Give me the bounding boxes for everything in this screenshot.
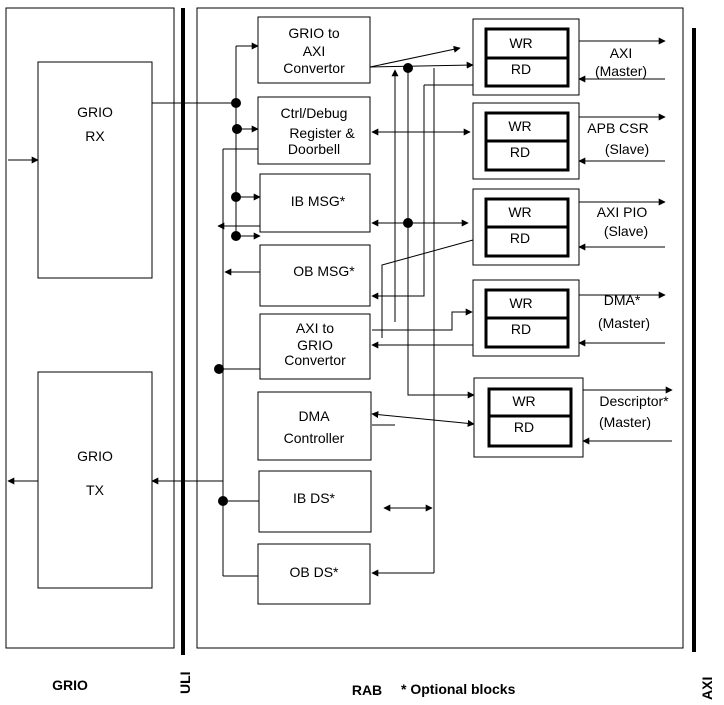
svg-text:OB DS*: OB DS* <box>289 564 339 580</box>
grio-to-axi-convertor-block: GRIO to AXI Convertor <box>257 16 371 84</box>
axi-to-grio-convertor-block: AXI to GRIO Convertor <box>259 313 371 380</box>
svg-text:Ctrl/Debug: Ctrl/Debug <box>281 105 348 121</box>
svg-text:WR: WR <box>509 295 532 311</box>
svg-text:AXI to: AXI to <box>296 320 334 336</box>
svg-text:WR: WR <box>509 35 532 51</box>
ob-msg-block: OB MSG* <box>259 244 371 307</box>
svg-text:(Master): (Master) <box>595 63 647 79</box>
axi-pio-wr-rd-block: WR RD <box>472 188 580 266</box>
svg-text:RD: RD <box>510 230 530 246</box>
axi-region-label: AXI <box>699 677 715 700</box>
axi-pio-label: AXI PIO (Slave) <box>597 204 648 239</box>
svg-text:GRIO: GRIO <box>77 104 113 120</box>
svg-text:GRIO: GRIO <box>77 448 113 464</box>
ib-msg-block: IB MSG* <box>259 173 371 233</box>
svg-text:RD: RD <box>510 144 530 160</box>
apb-csr-wr-rd-block: WR RD <box>472 102 580 180</box>
svg-text:(Master): (Master) <box>598 315 650 331</box>
descriptor-master-wr-rd-block: WR RD <box>473 377 584 458</box>
svg-text:RD: RD <box>511 61 531 77</box>
svg-text:IB MSG*: IB MSG* <box>291 193 346 209</box>
connection-wires <box>151 42 475 577</box>
optional-blocks-footnote: * Optional blocks <box>401 681 516 697</box>
grio-tx-block: GRIO TX <box>37 371 153 589</box>
junction-dots <box>214 63 413 506</box>
ib-ds-block: IB DS* <box>258 470 372 533</box>
axi-side-arrows <box>578 37 673 445</box>
axi-master-label: AXI (Master) <box>595 45 647 79</box>
svg-text:Register &: Register & <box>289 125 355 141</box>
svg-text:(Slave): (Slave) <box>604 223 648 239</box>
apb-csr-label: APB CSR (Slave) <box>587 120 649 157</box>
svg-text:Doorbell: Doorbell <box>288 141 340 157</box>
svg-text:AXI PIO: AXI PIO <box>597 204 648 220</box>
svg-text:AXI: AXI <box>303 43 326 59</box>
svg-text:(Master): (Master) <box>599 414 651 430</box>
svg-text:WR: WR <box>508 204 531 220</box>
svg-text:WR: WR <box>508 118 531 134</box>
svg-text:Descriptor*: Descriptor* <box>599 393 669 409</box>
grio-region-label: GRIO <box>52 677 88 693</box>
svg-text:Controller: Controller <box>284 430 345 446</box>
svg-text:OB MSG*: OB MSG* <box>293 263 355 279</box>
svg-text:TX: TX <box>86 482 105 498</box>
svg-text:WR: WR <box>512 393 535 409</box>
descriptor-master-label: Descriptor* (Master) <box>599 393 669 430</box>
svg-text:DMA: DMA <box>298 408 330 424</box>
svg-text:Convertor: Convertor <box>283 60 345 76</box>
svg-text:GRIO to: GRIO to <box>288 25 340 41</box>
grio-rx-block: GRIO RX <box>37 61 153 279</box>
svg-text:APB CSR: APB CSR <box>587 120 648 136</box>
dma-master-wr-rd-block: WR RD <box>472 279 580 357</box>
svg-text:Convertor: Convertor <box>284 352 346 368</box>
grio-region <box>5 7 175 649</box>
axi-master-wr-rd-block: WR RD <box>472 18 580 96</box>
rab-region-label: RAB <box>352 682 382 698</box>
svg-text:RX: RX <box>85 128 105 144</box>
ctrl-debug-register-block: Ctrl/Debug Register & Doorbell <box>257 96 371 165</box>
svg-text:(Slave): (Slave) <box>605 141 649 157</box>
svg-text:RD: RD <box>511 321 531 337</box>
svg-text:RD: RD <box>514 419 534 435</box>
svg-text:GRIO: GRIO <box>297 337 333 353</box>
svg-text:AXI: AXI <box>610 45 633 61</box>
rab-region <box>196 7 684 649</box>
svg-text:IB DS*: IB DS* <box>293 490 336 506</box>
svg-text:DMA*: DMA* <box>604 292 641 308</box>
dma-controller-block: DMA Controller <box>257 391 372 461</box>
ob-ds-block: OB DS* <box>257 543 371 605</box>
uli-region-label: ULI <box>177 671 193 694</box>
dma-master-label: DMA* (Master) <box>598 292 650 331</box>
